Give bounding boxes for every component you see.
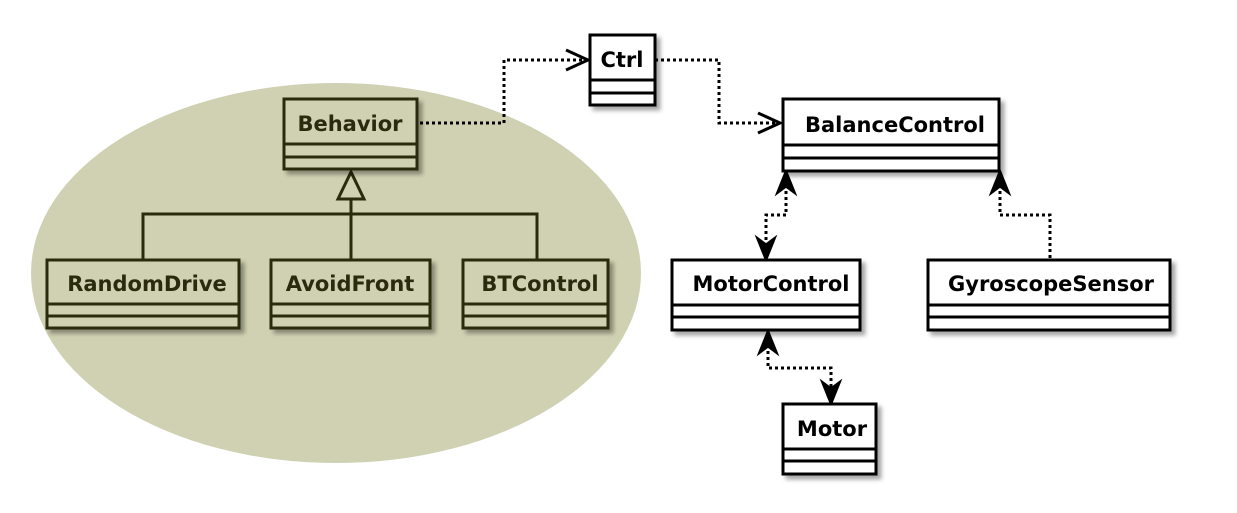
class-randomdrive-name: RandomDrive bbox=[67, 272, 227, 296]
edge-motorcontrol-motor bbox=[766, 333, 833, 402]
dependency-edges bbox=[420, 58, 1052, 402]
edge-ctrl-balancecontrol bbox=[655, 58, 777, 125]
class-btcontrol[interactable] bbox=[461, 258, 610, 330]
class-avoidfront-name: AvoidFront bbox=[286, 272, 415, 296]
open-arrow-to-ctrl bbox=[565, 48, 592, 72]
class-motorcontrol-name: MotorControl bbox=[693, 272, 850, 296]
arrow-motorcontrol-up-from-motor bbox=[756, 327, 780, 357]
class-ctrl-name: Ctrl bbox=[600, 48, 643, 72]
class-motorcontrol[interactable] bbox=[670, 258, 862, 332]
arrow-gyroscope-up bbox=[988, 167, 1012, 197]
class-motor-name: Motor bbox=[797, 417, 868, 441]
class-ctrl[interactable] bbox=[588, 33, 657, 107]
class-gyroscopesensor-name: GyroscopeSensor bbox=[948, 272, 1155, 296]
arrow-motorcontrol-up bbox=[774, 167, 798, 197]
class-btcontrol-name: BTControl bbox=[481, 272, 598, 296]
arrow-motor-down bbox=[819, 378, 843, 408]
generalization-arrow-head bbox=[335, 168, 367, 201]
arrow-heads bbox=[565, 48, 1012, 408]
open-arrow-to-balancecontrol bbox=[757, 111, 784, 135]
edge-motorcontrol-balancecontrol bbox=[764, 173, 788, 258]
class-motor[interactable] bbox=[781, 402, 878, 476]
class-behavior-name: Behavior bbox=[297, 112, 403, 136]
edge-behavior-ctrl bbox=[420, 58, 586, 125]
class-balancecontrol[interactable] bbox=[781, 97, 1001, 173]
class-balancecontrol-name: BalanceControl bbox=[805, 113, 985, 137]
class-randomdrive[interactable] bbox=[45, 258, 241, 330]
class-behavior[interactable] bbox=[282, 97, 419, 171]
class-avoidfront[interactable] bbox=[269, 258, 432, 330]
class-gyroscopesensor[interactable] bbox=[926, 258, 1172, 332]
edge-gyroscope-balancecontrol bbox=[998, 173, 1052, 258]
generalization-edges bbox=[141, 168, 539, 260]
arrow-motorcontrol-down bbox=[754, 234, 778, 264]
